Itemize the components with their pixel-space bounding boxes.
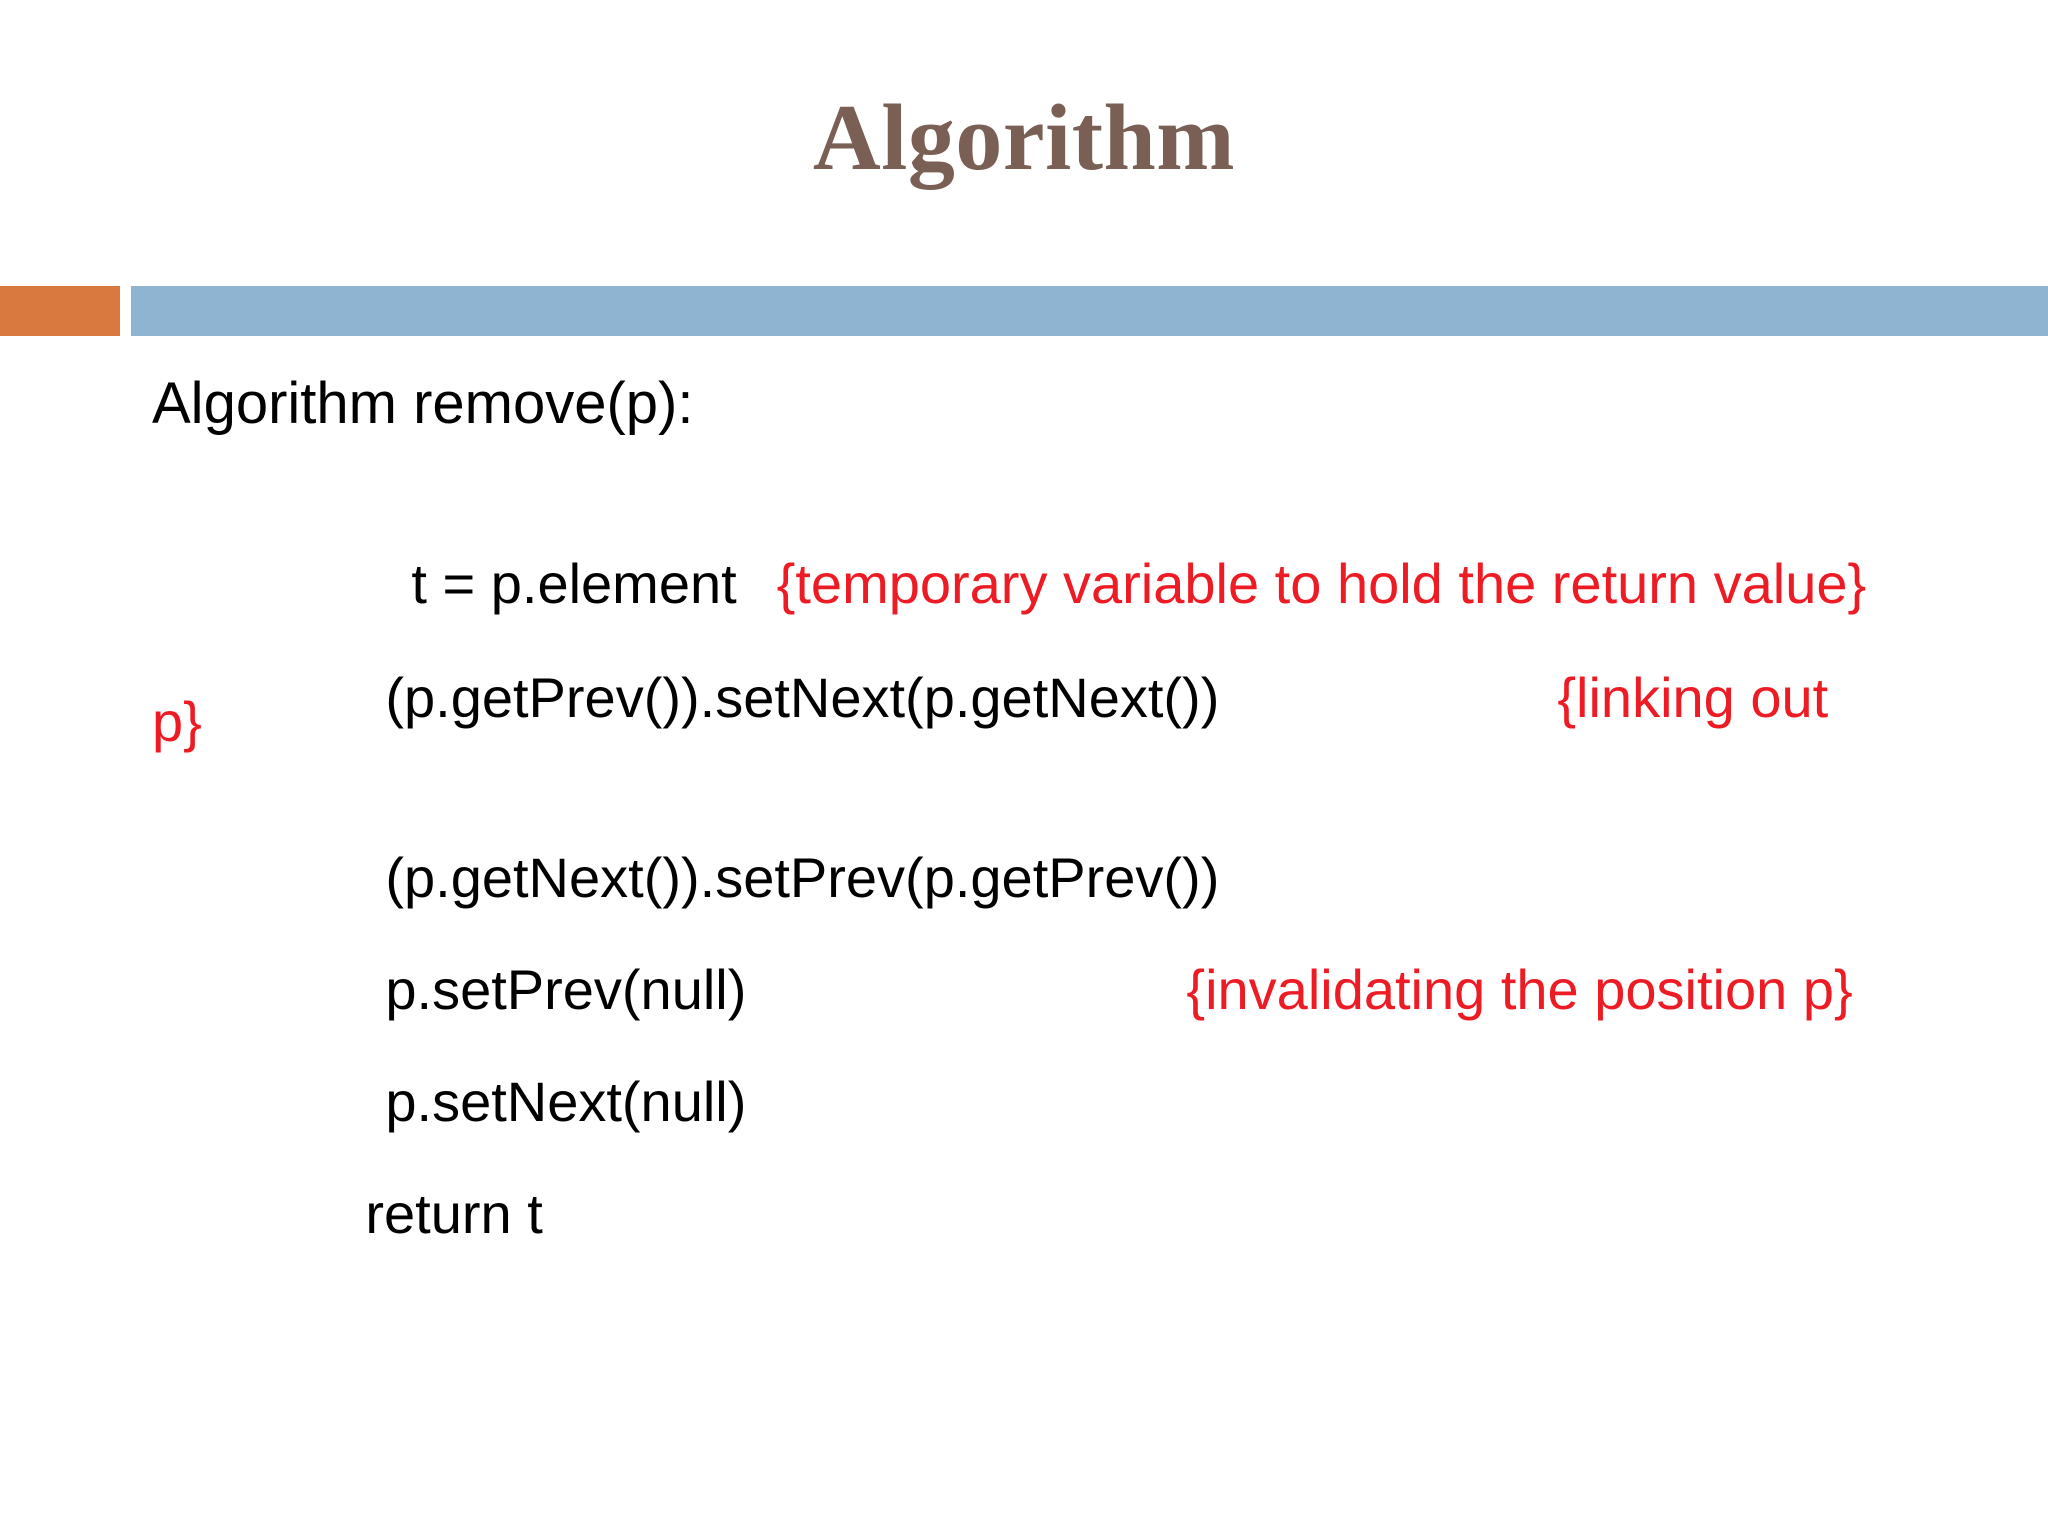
pseudocode-line-5: p.setNext(null) (292, 1006, 746, 1198)
accent-bar-left (0, 286, 120, 336)
pseudocode-line-4-annotation: {invalidating the position p} (1186, 958, 1853, 1021)
accent-bar-right (131, 286, 2048, 336)
pseudocode-line-5-code: p.setNext(null) (385, 1070, 747, 1133)
pseudocode-line-2-code: (p.getPrev()).setNext(p.getNext()) (385, 666, 1220, 729)
pseudocode-line-2: (p.getPrev()).setNext(p.getNext()) {linki… (292, 602, 1828, 794)
pseudocode-line-6-code: return t (365, 1182, 543, 1245)
pseudocode-block: Algorithm remove(p): t = p.element {tempo… (0, 370, 2048, 1270)
pseudocode-line-3-code: (p.getNext()).setPrev(p.getPrev()) (385, 846, 1220, 909)
pseudocode-line-1: t = p.element {temporary variable to hold… (318, 488, 1866, 680)
pseudocode-line-6: return t (272, 1118, 543, 1310)
pseudocode-line-4: p.setPrev(null) {invalidating the positio… (292, 894, 1853, 1086)
pseudocode-line-3: (p.getNext()).setPrev(p.getPrev()) (292, 782, 1219, 974)
pseudocode-heading: Algorithm remove(p): (152, 371, 694, 436)
pseudocode-line-1-annotation: {temporary variable to hold the return v… (776, 552, 1867, 615)
pseudocode-line-2-annotation: {linking out (1557, 666, 1829, 729)
page-title: Algorithm (812, 86, 1236, 190)
pseudocode-line-1-code: t = p.element (411, 552, 737, 615)
pseudocode-line-4-code: p.setPrev(null) (385, 958, 747, 1021)
pseudocode-line-2-annotation-wrap: p} (152, 690, 202, 753)
